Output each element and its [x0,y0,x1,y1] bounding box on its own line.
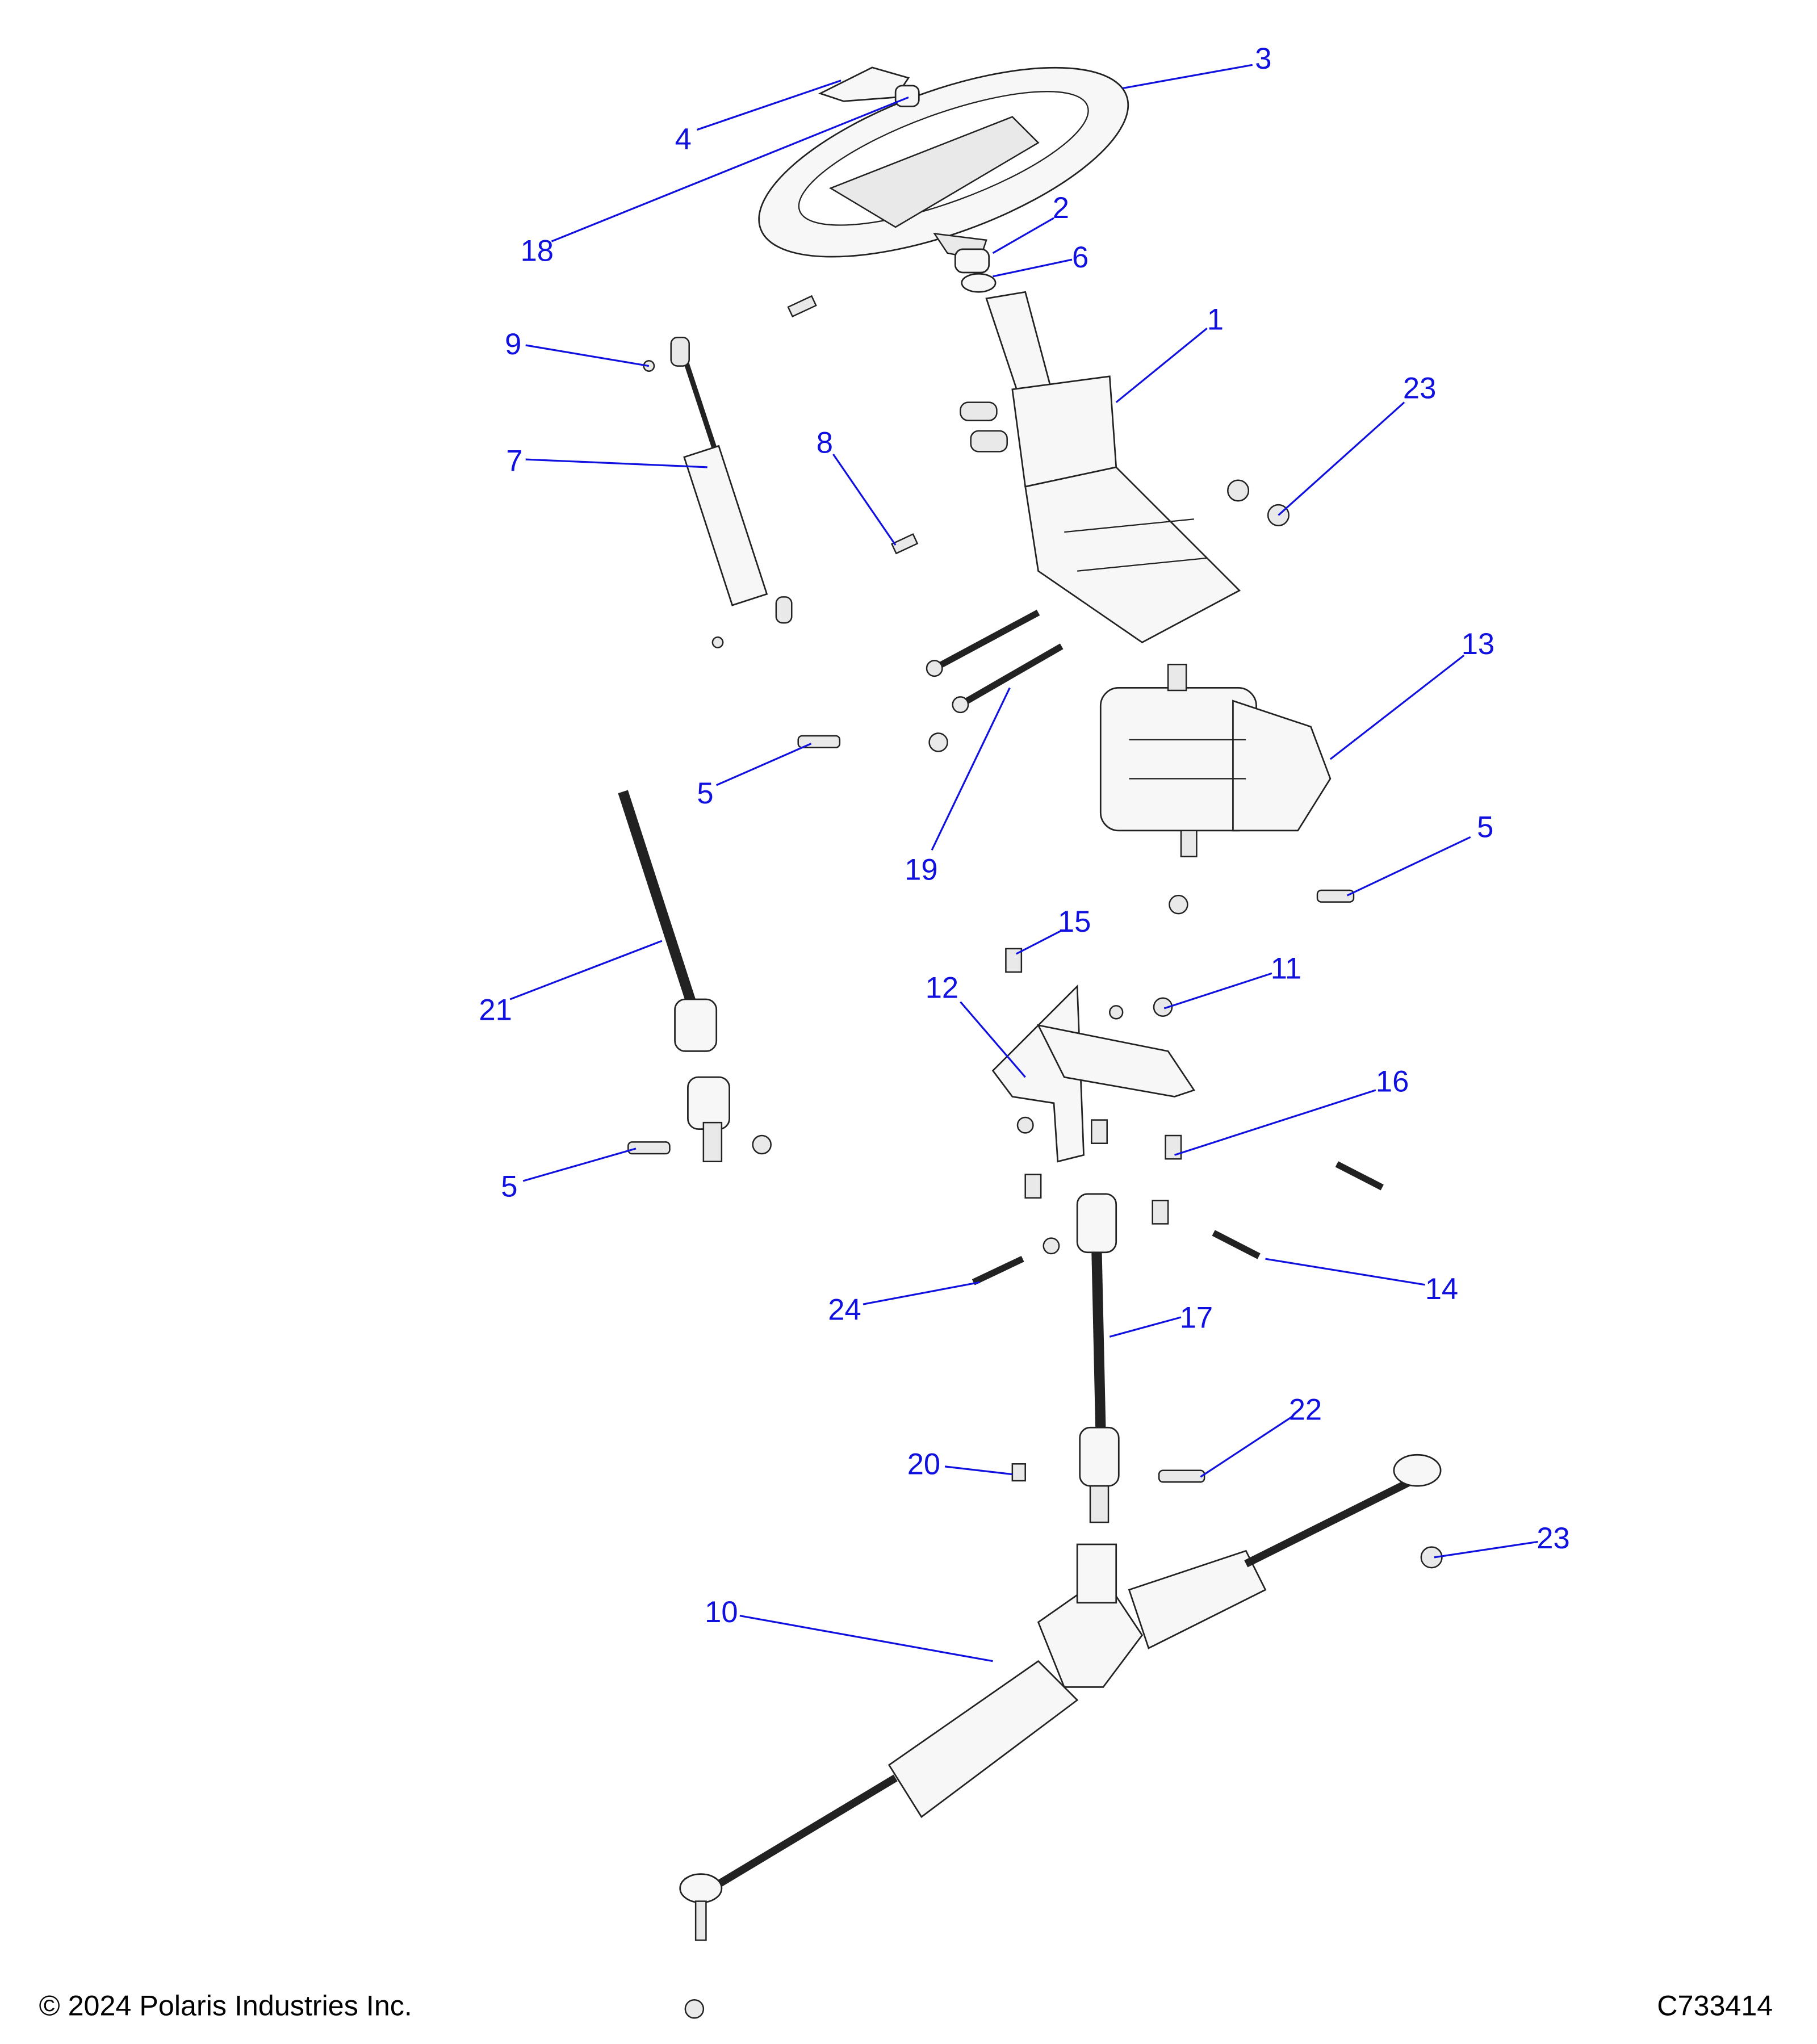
long-bolt [933,609,1040,672]
callout-4: 4 [675,123,692,156]
callout-8: 8 [817,426,833,460]
steering-column-bracket [960,291,1241,644]
callout-6: 6 [1072,241,1088,274]
callout-14: 14 [1425,1272,1458,1306]
callout-17: 17 [1180,1301,1213,1334]
drawing-number: C733414 [1657,1989,1773,2022]
callout-10: 10 [705,1595,738,1629]
bolt [890,533,919,555]
cap [894,85,920,107]
callout-7: 7 [506,445,522,478]
mount-bracket [991,984,1195,1163]
gas-shock [670,337,793,624]
plug [1011,1463,1026,1482]
callout-15: 15 [1058,905,1091,939]
gearbox [1099,664,1332,857]
callout-21: 21 [479,994,512,1027]
callout-9: 9 [505,328,521,361]
callout-13: 13 [1462,627,1494,661]
callout-5: 5 [697,777,713,810]
nut [711,636,724,648]
nut [1227,479,1250,502]
callout-22: 22 [1289,1393,1322,1427]
upper-shaft [618,790,730,1162]
callout-1: 1 [1207,303,1224,337]
callout-23: 23 [1403,372,1436,405]
leader-lines [509,64,1538,1662]
callout-18: 18 [521,234,554,267]
callout-12: 12 [926,971,958,1005]
washer [961,273,997,293]
steering-rack [679,1454,1442,2019]
callout-19: 19 [905,853,937,887]
steering-wheel [758,66,1129,261]
callout-11: 11 [1271,952,1302,985]
callouts: 3 4 18 2 6 1 9 23 7 8 13 5 19 5 15 11 12… [479,42,1569,1629]
callout-2: 2 [1053,191,1069,225]
lower-shaft [1076,1193,1120,1523]
callout-24: 24 [828,1293,861,1327]
callout-3: 3 [1255,42,1271,76]
copyright-text: © 2024 Polaris Industries Inc. [39,1989,412,2022]
callout-20: 20 [907,1448,940,1481]
callout-16: 16 [1376,1065,1409,1098]
bolt [787,295,817,318]
callout-5: 5 [1477,810,1493,844]
long-bolt [958,643,1064,708]
callout-23: 23 [1537,1522,1569,1555]
callout-5: 5 [501,1170,517,1203]
bushing [954,248,990,274]
